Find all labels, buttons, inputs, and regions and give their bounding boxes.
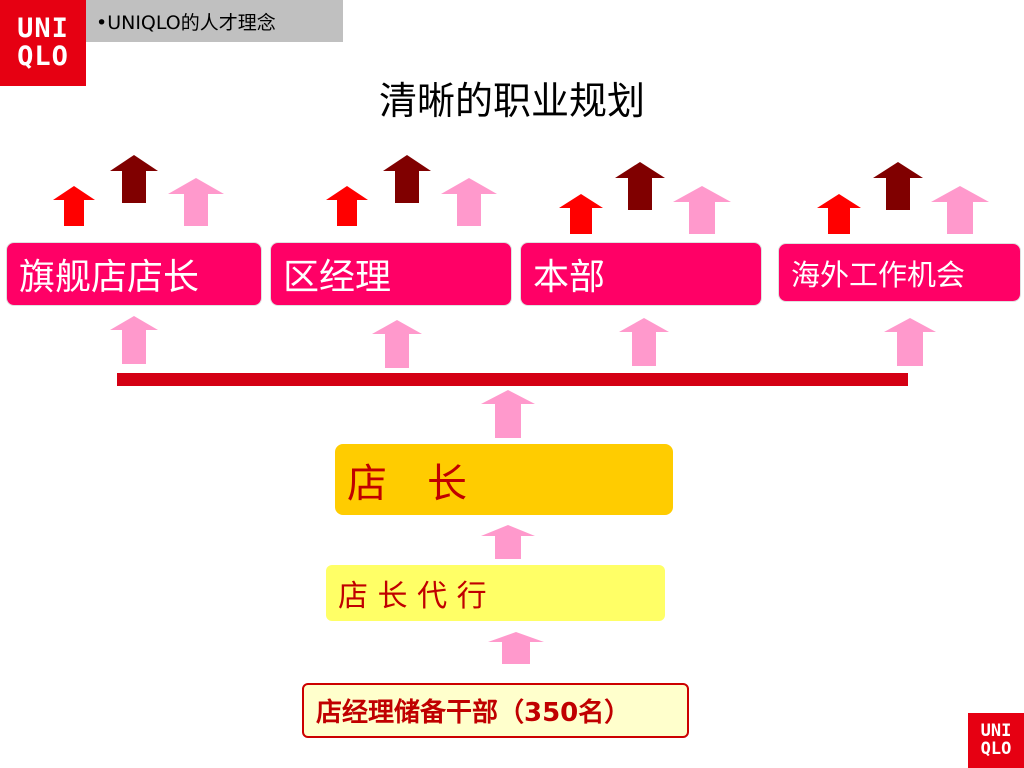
up-arrow-dark-icon xyxy=(873,162,923,210)
up-arrow-dark-icon xyxy=(615,162,665,210)
logo-line-1: UNI xyxy=(17,12,69,44)
role-box-district-manager: 区经理 xyxy=(270,242,512,306)
up-arrow-pink-icon xyxy=(931,186,989,234)
up-arrow-pink-icon xyxy=(488,632,544,664)
page-title: 清晰的职业规划 xyxy=(378,79,645,123)
up-arrow-pink-icon xyxy=(168,178,224,226)
up-arrow-pink-icon xyxy=(884,318,936,366)
up-arrow-pink-icon xyxy=(441,178,497,226)
logo-line-2: QLO xyxy=(17,41,69,72)
up-arrow-pink-icon xyxy=(481,525,535,559)
up-arrow-red-icon xyxy=(559,194,603,234)
store-manager-box: 店 长 xyxy=(335,444,673,515)
up-arrow-pink-icon xyxy=(110,316,158,364)
up-arrow-red-icon xyxy=(53,186,95,226)
up-arrow-red-icon xyxy=(817,194,861,234)
logo-line-1: UNI xyxy=(980,720,1012,741)
role-box-headquarters: 本部 xyxy=(520,242,762,306)
header-tag: •UNIQLO的人才理念 xyxy=(86,0,343,42)
up-arrow-dark-icon xyxy=(383,155,431,203)
up-arrow-red-icon xyxy=(326,186,368,226)
up-arrow-pink-icon xyxy=(481,390,535,438)
up-arrow-dark-icon xyxy=(110,155,158,203)
reserve-cadre-box: 店经理储备干部（350名） xyxy=(302,683,689,738)
role-box-flagship-store-manager: 旗舰店店长 xyxy=(6,242,262,306)
connector-bar xyxy=(117,373,908,386)
up-arrow-pink-icon xyxy=(619,318,669,366)
role-box-overseas: 海外工作机会 xyxy=(778,243,1021,302)
uniqlo-logo-top: UNI QLO xyxy=(0,0,86,86)
acting-manager-box: 店 长 代 行 xyxy=(326,565,665,621)
up-arrow-pink-icon xyxy=(372,320,422,368)
uniqlo-logo-bottom: UNI QLO xyxy=(968,713,1024,768)
up-arrow-pink-icon xyxy=(673,186,731,234)
logo-line-2: QLO xyxy=(980,738,1012,759)
